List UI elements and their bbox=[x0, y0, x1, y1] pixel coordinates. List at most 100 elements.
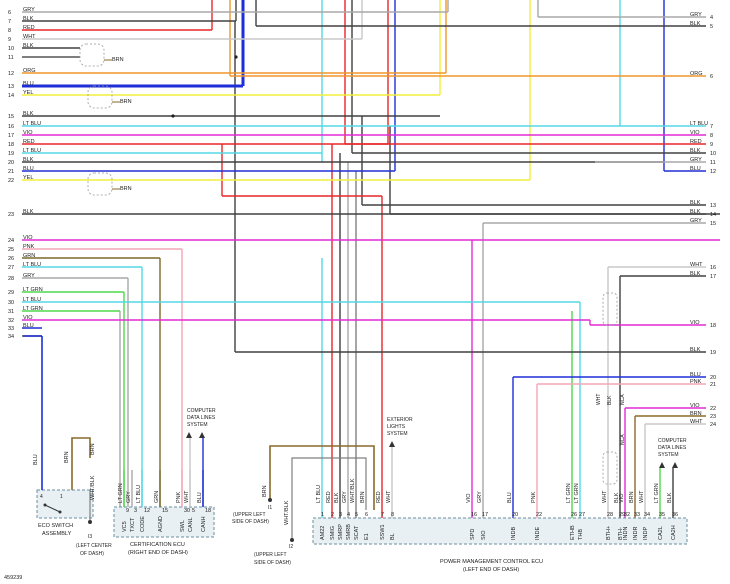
right-wire-color: BLU bbox=[690, 166, 701, 172]
right-wire-color: PNK bbox=[690, 379, 702, 385]
left-wire-num: 22 bbox=[8, 178, 14, 184]
left-wire-color: PNK bbox=[23, 244, 35, 250]
left-wire-num: 12 bbox=[8, 71, 14, 77]
eco-wire-wht-blk-label: WHT/BLK bbox=[90, 475, 96, 500]
left-wire-num: 15 bbox=[8, 114, 14, 120]
left-wire-num: 16 bbox=[8, 124, 14, 130]
right-wire-color: BLK bbox=[690, 209, 701, 215]
figure-id: 459239 bbox=[4, 575, 22, 581]
left-wire-color: LT BLU bbox=[23, 262, 41, 268]
left-wire-color: GRN bbox=[23, 253, 35, 259]
eco-ground bbox=[88, 520, 92, 524]
pmc-pin-num: 1 bbox=[321, 512, 324, 518]
cert-pin-num: 5 bbox=[192, 508, 195, 514]
left-wire-color: YEL bbox=[23, 175, 33, 181]
left-wire-num: 29 bbox=[8, 290, 14, 296]
cert-pin-name: CANH bbox=[201, 516, 207, 532]
right-wire-num: 23 bbox=[710, 414, 716, 420]
left-wire-color: BLK bbox=[23, 157, 34, 163]
cert-wire-label: PNK bbox=[176, 491, 182, 503]
cert-ecu-title-2: (RIGHT END OF DASH) bbox=[128, 550, 188, 556]
pmc-wire-label: GRY bbox=[477, 491, 483, 503]
shield-nca-2: NCA bbox=[620, 434, 626, 445]
right-wire-num: 4 bbox=[710, 15, 713, 21]
vertical-trunks bbox=[119, 0, 674, 518]
pmc-pin-num: 32 bbox=[624, 512, 630, 518]
twisted-pair-label: BRN bbox=[112, 57, 124, 63]
right-wire-color: GRY bbox=[690, 12, 702, 18]
shield-lower bbox=[602, 451, 618, 485]
eco-switch-node bbox=[58, 510, 62, 514]
twisted-pair-shield bbox=[87, 172, 113, 196]
left-wire-num: 14 bbox=[8, 93, 14, 99]
right-wire-num: 19 bbox=[710, 350, 716, 356]
eco-wire-brn-label2: BRN bbox=[90, 443, 96, 455]
left-wire-color: LT GRN bbox=[23, 306, 43, 312]
pmc-ecu-pins: LT BLUAM221REDSMIG2BLKSMRP3GRYSMRB4WHT/B… bbox=[316, 478, 678, 540]
right-wire-num: 13 bbox=[710, 203, 716, 209]
eco-pin-1: 1 bbox=[60, 494, 63, 500]
pmc-wire-label: WHT bbox=[386, 490, 392, 503]
left-wire-color: BLK bbox=[23, 111, 34, 117]
pmc-wire-label: PNK bbox=[531, 491, 537, 503]
ext-lights-arrow bbox=[389, 441, 395, 447]
cert-pin-name: CANL bbox=[188, 517, 194, 532]
left-wire-num: 27 bbox=[8, 265, 14, 271]
pmc-pin-name: INDN bbox=[623, 527, 629, 540]
pmc-wire-label: BLK bbox=[334, 492, 340, 503]
exterior-lights-system: EXTERIOR LIGHTS SYSTEM bbox=[387, 417, 413, 447]
ext-lights-1: EXTERIOR bbox=[387, 417, 413, 423]
right-wire-num: 21 bbox=[710, 382, 716, 388]
pmc-wire-label: RED bbox=[326, 491, 332, 503]
pmc-ecu-title-2: (LEFT END OF DASH) bbox=[463, 567, 519, 573]
pmc-ecu-title-1: POWER MANAGEMENT CONTROL ECU bbox=[440, 559, 543, 565]
cert-data-lines-3: SYSTEM bbox=[187, 422, 208, 428]
ground-wht-blk-label: WHT/BLK bbox=[284, 500, 290, 525]
pmc-pin-num: 17 bbox=[482, 512, 488, 518]
left-wire-color: WHT bbox=[23, 34, 36, 40]
pmc-pin-num: 26 bbox=[571, 512, 577, 518]
pmc-pin-name: SSW1 bbox=[380, 524, 386, 540]
left-wire-num: 25 bbox=[8, 247, 14, 253]
left-wire-num: 11 bbox=[8, 55, 14, 61]
twisted-pair-shield bbox=[79, 43, 105, 67]
left-wire-color: BLK bbox=[23, 209, 34, 215]
right-wire-color: BLK bbox=[690, 21, 701, 27]
left-wire-num: 18 bbox=[8, 142, 14, 148]
right-wire-num: 7 bbox=[710, 124, 713, 130]
right-wire-color: LT BLU bbox=[690, 121, 708, 127]
ext-lights-3: SYSTEM bbox=[387, 431, 408, 437]
twisted-pair-shield bbox=[87, 85, 113, 109]
right-wire-color: GRY bbox=[690, 218, 702, 224]
left-wire-color: VIO bbox=[23, 315, 33, 321]
right-wire-num: 18 bbox=[710, 323, 716, 329]
right-wire-num: 14 bbox=[710, 212, 716, 218]
pmc-wire-label: VIO bbox=[466, 493, 472, 503]
right-wire-num: 24 bbox=[710, 422, 716, 428]
left-wire-num: 33 bbox=[8, 326, 14, 332]
ext-lights-2: LIGHTS bbox=[387, 424, 406, 430]
pmc-data-arrow bbox=[659, 462, 665, 468]
right-wire-color: GRY bbox=[690, 157, 702, 163]
left-wire-color: VIO bbox=[23, 235, 33, 241]
left-wire-color: LT GRN bbox=[23, 287, 43, 293]
cert-pin-num: 3 bbox=[134, 508, 137, 514]
pmc-wire-label: RED bbox=[376, 491, 382, 503]
ground-i2-num: I2 bbox=[289, 544, 293, 550]
pmc-pin-num: 27 bbox=[579, 512, 585, 518]
cert-pin-num: 30 bbox=[184, 508, 190, 514]
shield-wht: WHT bbox=[596, 394, 602, 405]
ground-brn-wire bbox=[269, 445, 375, 510]
pmc-pin-name: SIO bbox=[481, 530, 487, 540]
right-wire-num: 9 bbox=[710, 142, 713, 148]
ground-point-i2 bbox=[290, 538, 294, 542]
cert-data-lines-2: DATA LINES bbox=[187, 415, 216, 421]
pmc-wire-label: WHT bbox=[602, 490, 608, 503]
cert-data-arrow bbox=[199, 432, 205, 438]
pmc-pin-name: SMRB bbox=[346, 524, 352, 540]
pmc-wire-label: GRY bbox=[342, 491, 348, 503]
eco-switch-box bbox=[36, 489, 94, 519]
cert-pin-name: AGND bbox=[158, 516, 164, 532]
eco-switch-assembly: 4 1 ECO SWITCH ASSEMBLY BLU BRN BRN WHT/… bbox=[23, 335, 112, 557]
